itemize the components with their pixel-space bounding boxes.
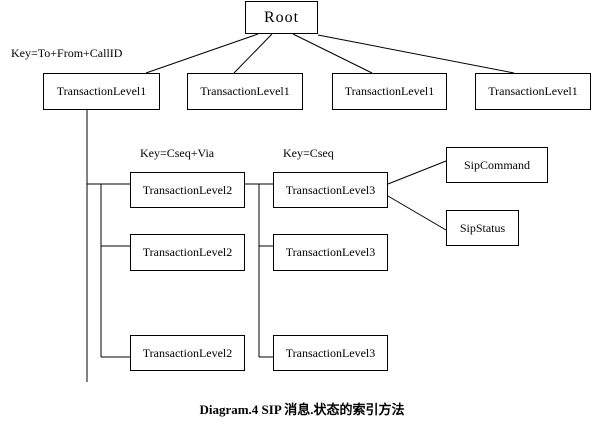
node-transactionlevel2-2: TransactionLevel2: [130, 234, 245, 271]
key-label-level3: Key=Cseq: [283, 146, 334, 160]
node-sipcommand: SipCommand: [446, 147, 548, 183]
node-transactionlevel2-1: TransactionLevel2: [130, 172, 245, 208]
node-transactionlevel3-3: TransactionLevel3: [273, 335, 388, 371]
node-sipstatus: SipStatus: [446, 210, 519, 246]
node-transactionlevel3-2: TransactionLevel3: [273, 234, 388, 271]
diagram-caption: Diagram.4 SIP 消息.状态的索引方法: [199, 402, 405, 417]
key-label-level1: Key=To+From+CallID: [11, 46, 123, 60]
key-label-level2: Key=Cseq+Via: [140, 146, 215, 160]
node-transactionlevel2-3: TransactionLevel2: [130, 335, 245, 371]
node-transactionlevel1-4: TransactionLevel1: [475, 73, 591, 110]
node-transactionlevel1-1: TransactionLevel1: [43, 73, 160, 110]
node-transactionlevel1-3: TransactionLevel1: [332, 73, 447, 110]
node-transactionlevel1-2: TransactionLevel1: [187, 73, 303, 110]
node-root: Root: [245, 1, 318, 34]
node-transactionlevel3-1: TransactionLevel3: [273, 172, 388, 208]
